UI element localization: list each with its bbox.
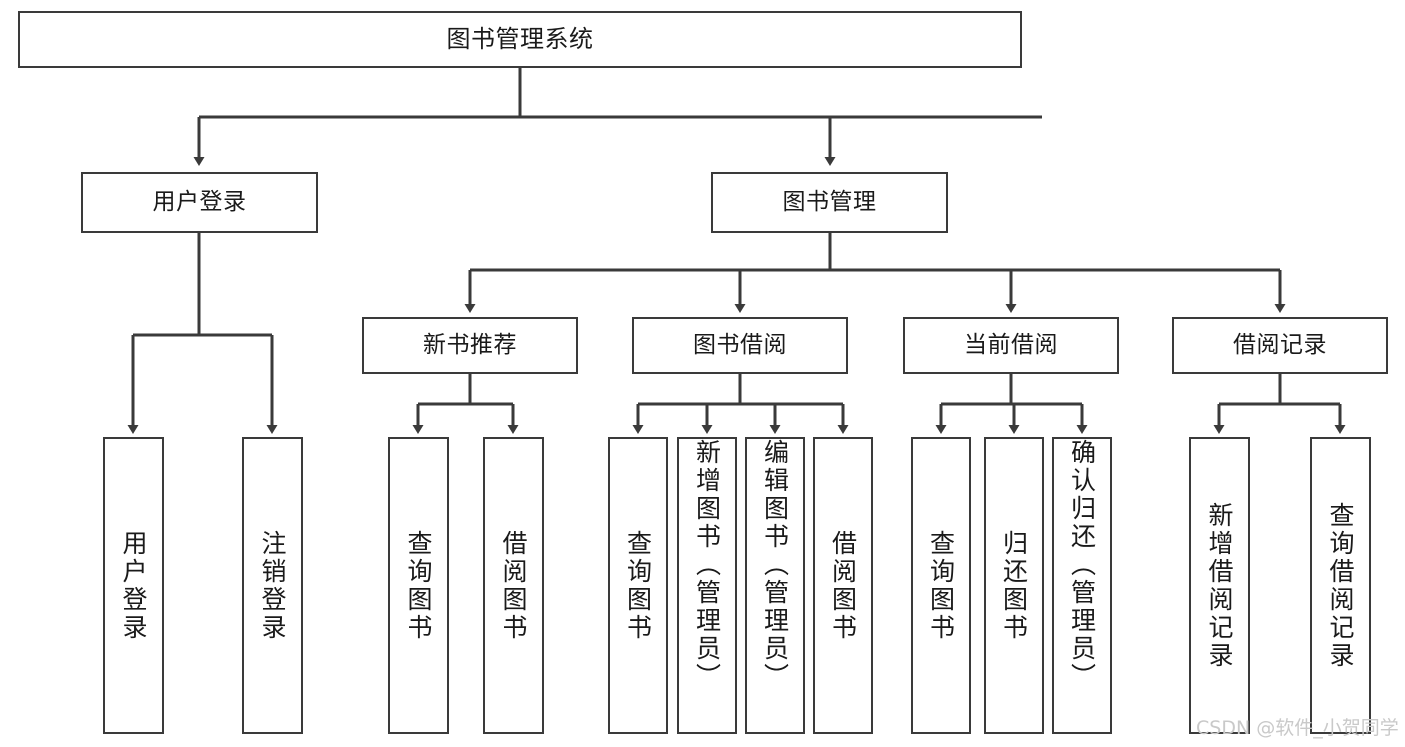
leaf-query-book-recommend[interactable]: 查询图书 (388, 437, 449, 734)
leaf-return-book[interactable]: 归还图书 (984, 437, 1044, 734)
node-book-borrow[interactable]: 图书借阅 (632, 317, 848, 374)
leaf-logout[interactable]: 注销登录 (242, 437, 303, 734)
node-current-borrow[interactable]: 当前借阅 (903, 317, 1119, 374)
leaf-return-book-label: 归还图书 (999, 529, 1029, 642)
leaf-add-book[interactable]: 新增图书（管理员） (677, 437, 737, 734)
leaf-query-book-borrow[interactable]: 查询图书 (608, 437, 668, 734)
leaf-edit-book-label: 编辑图书（管理员） (760, 439, 790, 691)
node-root-label: 图书管理系统 (446, 25, 594, 54)
node-root[interactable]: 图书管理系统 (18, 11, 1022, 68)
leaf-user-login-label: 用户登录 (119, 529, 148, 642)
leaf-query-book-recommend-label: 查询图书 (404, 529, 433, 642)
leaf-query-borrow-record-label: 查询借阅记录 (1326, 501, 1355, 670)
leaf-add-borrow-record[interactable]: 新增借阅记录 (1189, 437, 1250, 734)
node-book-manage-label: 图书管理 (782, 188, 877, 215)
leaf-borrow-book-recommend-label: 借阅图书 (499, 529, 528, 642)
node-new-book-recommend-label: 新书推荐 (423, 331, 517, 358)
node-borrow-record-label: 借阅记录 (1233, 331, 1327, 358)
leaf-borrow-book-recommend[interactable]: 借阅图书 (483, 437, 544, 734)
leaf-logout-label: 注销登录 (258, 529, 287, 642)
leaf-edit-book[interactable]: 编辑图书（管理员） (745, 437, 805, 734)
csdn-watermark: CSDN @软件_小贺同学 (1196, 717, 1399, 739)
node-current-borrow-label: 当前借阅 (964, 331, 1058, 358)
node-book-manage[interactable]: 图书管理 (711, 172, 948, 233)
leaf-confirm-return-label: 确认归还（管理员） (1067, 439, 1097, 691)
leaf-query-borrow-record[interactable]: 查询借阅记录 (1310, 437, 1371, 734)
leaf-query-book-current-label: 查询图书 (926, 529, 956, 642)
leaf-query-book-borrow-label: 查询图书 (623, 529, 653, 642)
leaf-user-login[interactable]: 用户登录 (103, 437, 164, 734)
leaf-query-book-current[interactable]: 查询图书 (911, 437, 971, 734)
node-user-login[interactable]: 用户登录 (81, 172, 318, 233)
leaf-add-book-label: 新增图书（管理员） (692, 439, 722, 691)
leaf-add-borrow-record-label: 新增借阅记录 (1205, 501, 1234, 670)
node-user-login-label: 用户登录 (152, 188, 247, 215)
leaf-borrow-book-borrow[interactable]: 借阅图书 (813, 437, 873, 734)
node-borrow-record[interactable]: 借阅记录 (1172, 317, 1388, 374)
node-book-borrow-label: 图书借阅 (693, 331, 787, 358)
leaf-confirm-return[interactable]: 确认归还（管理员） (1052, 437, 1112, 734)
leaf-borrow-book-borrow-label: 借阅图书 (828, 529, 858, 642)
node-new-book-recommend[interactable]: 新书推荐 (362, 317, 578, 374)
